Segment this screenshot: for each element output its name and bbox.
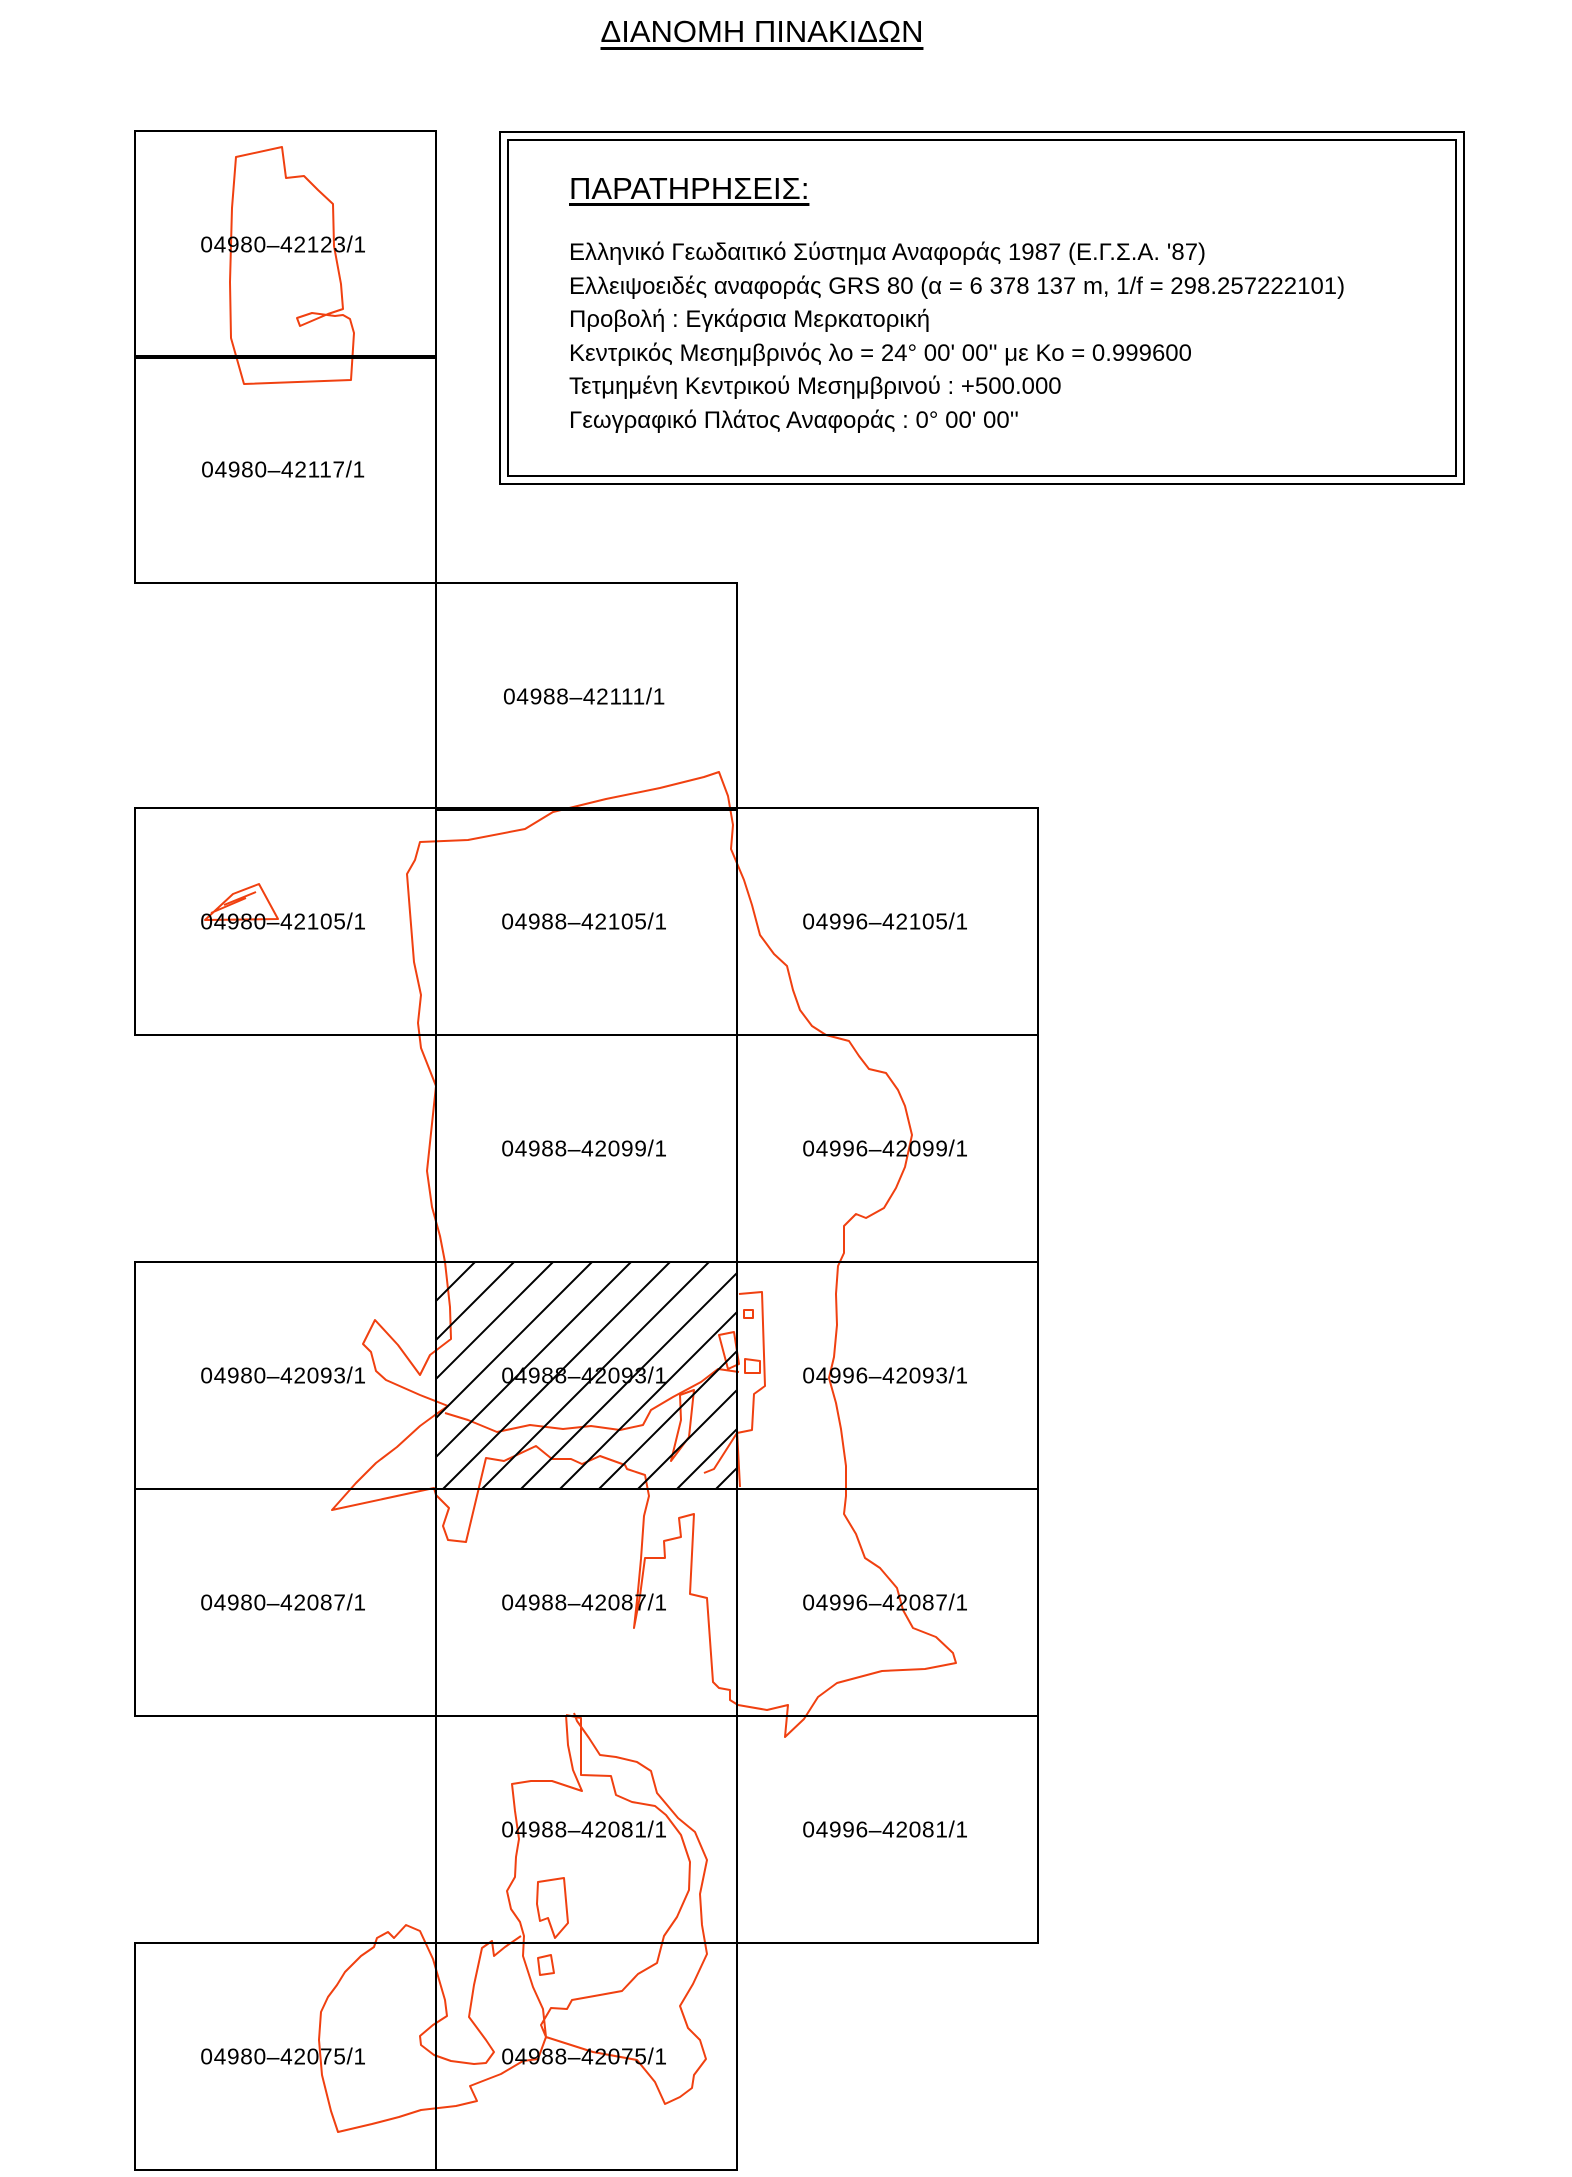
sheet-label: 04988–42093/1 <box>501 1363 667 1389</box>
sheet-cell[interactable] <box>736 1715 1039 1944</box>
note-reference-latitude: Γεωγραφικό Πλάτος Αναφοράς : 0° 00' 00'' <box>569 406 1019 434</box>
hatch-line <box>559 1310 737 1489</box>
hatch-line <box>436 1262 554 1381</box>
sheet-label: 04988–42087/1 <box>501 1590 667 1616</box>
sheet-label: 04996–42087/1 <box>802 1590 968 1616</box>
sheet-cell[interactable] <box>435 582 738 811</box>
note-central-meridian: Κεντρικός Μεσημβρινός λο = 24° 00' 00'' … <box>569 339 1192 367</box>
sheet-label: 04996–42093/1 <box>802 1363 968 1389</box>
hatch-line <box>598 1349 737 1489</box>
boundary-inner-middle <box>670 1331 740 1462</box>
sheet-label: 04988–42075/1 <box>501 2044 667 2070</box>
boundary-south-town <box>318 1712 708 2133</box>
boundary-south-inner-block <box>536 1877 569 1976</box>
hatch-line <box>436 1262 593 1420</box>
sheet-label: 04980–42123/1 <box>200 232 366 258</box>
notes-box-inner-border <box>507 139 1457 477</box>
notes-box: ΠΑΡΑΤΗΡΗΣΕΙΣ: Ελληνικό Γεωδαιτικό Σύστημ… <box>499 131 1465 485</box>
hatch-line <box>637 1388 737 1489</box>
sheet-label: 04988–42081/1 <box>501 1817 667 1843</box>
boundary-small-parcel-west <box>204 883 279 921</box>
hatch-line <box>950 1262 1177 1489</box>
note-reference-system: Ελληνικό Γεωδαιτικό Σύστημα Αναφοράς 198… <box>569 239 1207 266</box>
hatch-line <box>436 1262 476 1303</box>
hatch-line <box>436 1262 515 1342</box>
sheet-label: 04980–42105/1 <box>200 909 366 935</box>
sheet-cell[interactable] <box>134 130 437 359</box>
sheet-label: 04980–42075/1 <box>200 2044 366 2070</box>
notes-heading: ΠΑΡΑΤΗΡΗΣΕΙΣ: <box>569 171 810 206</box>
sheet-cell[interactable] <box>134 355 437 584</box>
sheet-cell[interactable] <box>435 1942 738 2171</box>
hatch-line <box>436 1262 632 1459</box>
boundary-inner-east <box>703 1291 766 1488</box>
sheet-label: 04980–42093/1 <box>200 1363 366 1389</box>
hatch-line <box>481 1262 710 1489</box>
sheet-label: 04988–42105/1 <box>501 909 667 935</box>
sheet-label: 04996–42099/1 <box>802 1136 968 1162</box>
sheet-grid: 04980–42123/1 04980–42117/1 04988–42111/1 0… <box>134 130 1039 2171</box>
sheet-label: 04988–42099/1 <box>501 1136 667 1162</box>
hatch-line <box>676 1427 737 1489</box>
boundary-north-parcel <box>229 146 355 385</box>
boundary-main-town <box>331 771 957 1738</box>
notes-list: Ελληνικό Γεωδαιτικό Σύστημα Αναφοράς 198… <box>569 236 1345 437</box>
sheet-label: 04988–42111/1 <box>503 684 666 710</box>
hatch-line <box>520 1271 737 1489</box>
sheet-label: 04980–42087/1 <box>200 1590 366 1616</box>
sheet-label: 04980–42117/1 <box>201 457 366 483</box>
sheet-label: 04996–42105/1 <box>802 909 968 935</box>
map-title: ΔΙΑΝΟΜΗ ΠΙΝΑΚΙΔΩΝ <box>600 14 924 49</box>
note-ellipsoid: Ελλειψοειδές αναφοράς GRS 80 (α = 6 378 … <box>569 272 1346 300</box>
selected-sheet-hatch <box>436 1262 1177 1489</box>
hatch-line <box>442 1262 671 1489</box>
note-projection: Προβολή : Εγκάρσια Μερκατορική <box>569 306 931 333</box>
note-false-easting: Τετμημένη Κεντρικού Μεσημβρινού : +500.0… <box>569 373 1062 400</box>
sheet-label: 04996–42081/1 <box>802 1817 968 1843</box>
